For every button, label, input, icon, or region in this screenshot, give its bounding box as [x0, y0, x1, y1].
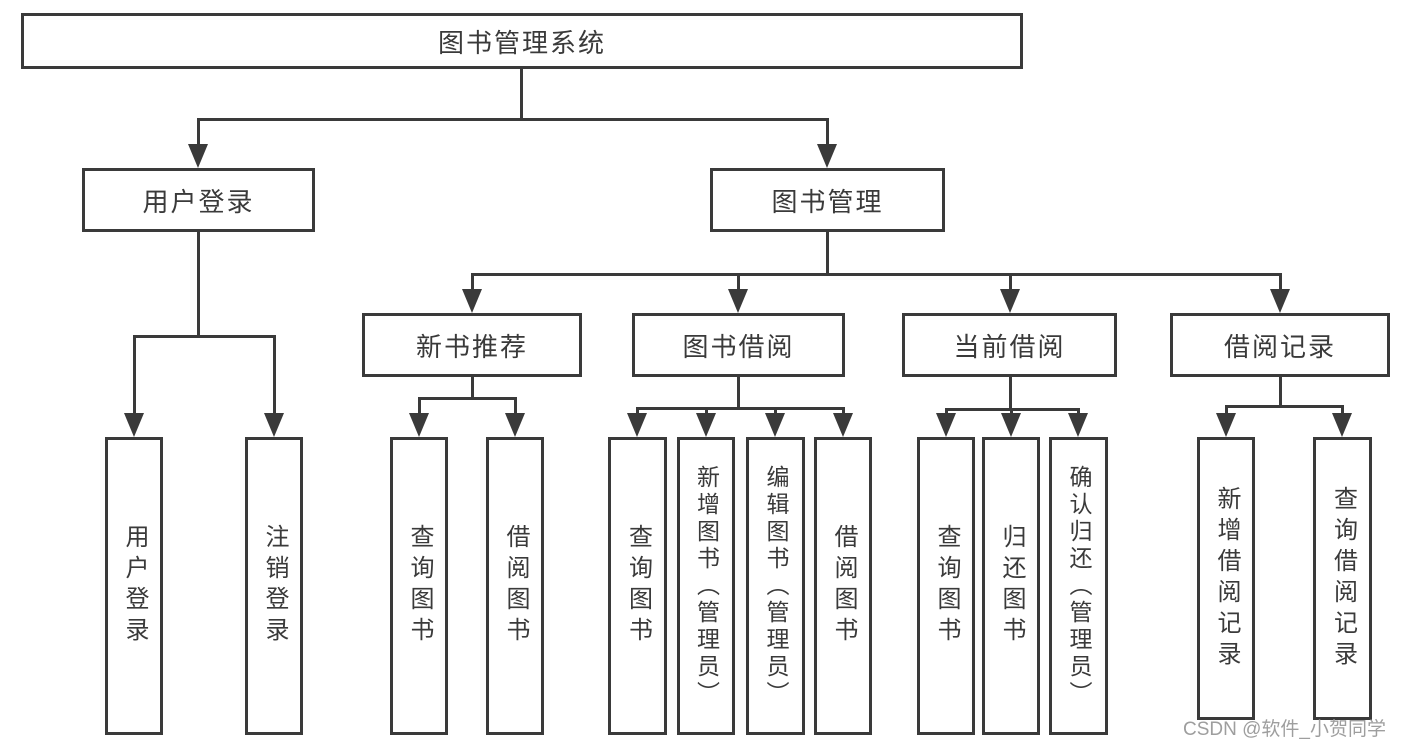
connector-line	[737, 377, 740, 407]
node-new-book-recommend: 新书推荐	[362, 313, 582, 377]
connector-line	[418, 397, 517, 400]
connector-line	[197, 232, 200, 335]
leaf-borrow-book: 借阅图书	[814, 437, 872, 735]
arrow-down-icon	[1270, 289, 1290, 313]
leaf-query-book: 查询图书	[390, 437, 448, 735]
connector-line	[1010, 408, 1013, 415]
connector-line	[133, 335, 275, 338]
leaf-query-book: 查询图书	[917, 437, 975, 735]
arrow-down-icon	[765, 413, 785, 437]
leaf-confirm-return-admin: 确认归还（管理员）	[1049, 437, 1108, 735]
connector-line	[1009, 377, 1012, 408]
leaf-add-book-admin: 新增图书（管理员）	[677, 437, 735, 735]
leaf-borrow-book: 借阅图书	[486, 437, 544, 735]
connector-line	[705, 407, 708, 415]
connector-line	[471, 273, 1282, 276]
node-borrowing-records: 借阅记录	[1170, 313, 1390, 377]
arrow-down-icon	[124, 413, 144, 437]
leaf-logout: 注销登录	[245, 437, 303, 735]
leaf-add-borrow-record: 新增借阅记录	[1197, 437, 1255, 720]
arrow-down-icon	[188, 144, 208, 168]
arrow-down-icon	[462, 289, 482, 313]
arrow-down-icon	[409, 413, 429, 437]
connector-line	[520, 69, 523, 118]
connector-line	[636, 407, 845, 410]
node-user-login: 用户登录	[82, 168, 315, 232]
connector-line	[1341, 405, 1344, 415]
connector-line	[418, 397, 421, 415]
connector-line	[636, 407, 639, 415]
leaf-user-login: 用户登录	[105, 437, 163, 735]
connector-line	[133, 335, 136, 415]
connector-line	[826, 118, 829, 150]
arrow-down-icon	[833, 413, 853, 437]
node-book-borrowing: 图书借阅	[632, 313, 845, 377]
connector-line	[1279, 377, 1282, 405]
leaf-edit-book-admin: 编辑图书（管理员）	[746, 437, 805, 735]
connector-line	[826, 232, 829, 273]
connector-line	[774, 407, 777, 415]
arrow-down-icon	[936, 413, 956, 437]
node-current-borrowing: 当前借阅	[902, 313, 1117, 377]
connector-line	[737, 273, 740, 293]
arrow-down-icon	[1216, 413, 1236, 437]
connector-line	[842, 407, 845, 415]
connector-line	[1279, 273, 1282, 293]
connector-line	[514, 397, 517, 415]
arrow-down-icon	[696, 413, 716, 437]
arrow-down-icon	[1000, 289, 1020, 313]
connector-line	[197, 118, 829, 121]
connector-line	[945, 408, 948, 415]
arrow-down-icon	[728, 289, 748, 313]
connector-line	[197, 118, 200, 150]
leaf-query-book: 查询图书	[608, 437, 667, 735]
arrow-down-icon	[1068, 413, 1088, 437]
node-library-system: 图书管理系统	[21, 13, 1023, 69]
arrow-down-icon	[505, 413, 525, 437]
connector-line	[1225, 405, 1228, 415]
arrow-down-icon	[1001, 413, 1021, 437]
connector-line	[471, 377, 474, 397]
connector-line	[273, 335, 276, 415]
leaf-query-borrow-record: 查询借阅记录	[1313, 437, 1372, 720]
connector-line	[1225, 405, 1344, 408]
leaf-return-book: 归还图书	[982, 437, 1040, 735]
arrow-down-icon	[1332, 413, 1352, 437]
arrow-down-icon	[817, 144, 837, 168]
connector-line	[1077, 408, 1080, 415]
connector-line	[471, 273, 474, 293]
csdn-watermark: CSDN @软件_小贺同学	[1183, 719, 1386, 740]
connector-line	[1009, 273, 1012, 293]
arrow-down-icon	[627, 413, 647, 437]
node-book-management: 图书管理	[710, 168, 945, 232]
arrow-down-icon	[264, 413, 284, 437]
